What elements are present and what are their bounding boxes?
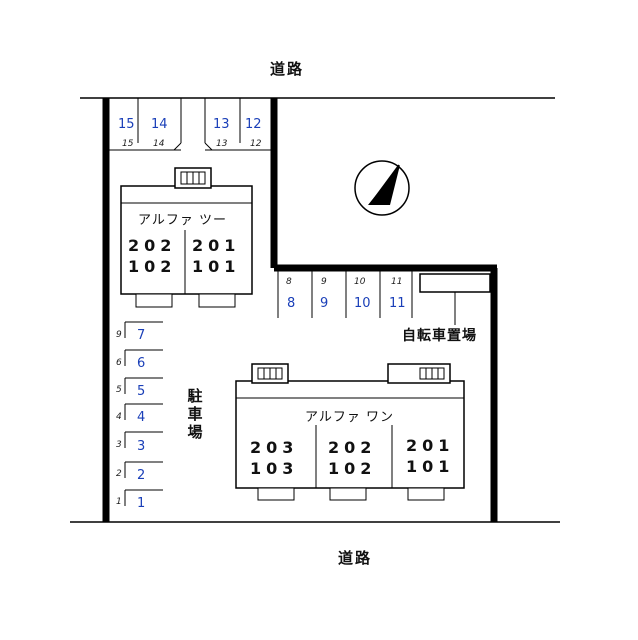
parking-slot-9: 9: [320, 296, 329, 311]
alpha-one-unit-202: 202: [328, 438, 377, 457]
alpha-one-unit-102: 102: [328, 459, 377, 478]
parking-hand-14: 14: [153, 139, 165, 149]
parking-hand-15: 15: [122, 139, 134, 149]
parking-hand-1: 1: [116, 497, 122, 507]
parking-lot-label: 駐 車 場: [187, 387, 203, 441]
parking-slot-10: 10: [354, 296, 371, 311]
alpha-one-balcony-right: [407, 487, 445, 501]
parking-slot-4: 4: [137, 410, 146, 425]
bicycle-shed: [419, 273, 491, 325]
parking-hand-10: 10: [354, 277, 366, 287]
parking-slot-8: 8: [287, 296, 296, 311]
bicycle-parking-label: 自転車置場: [402, 328, 477, 344]
parking-hand-13: 13: [216, 139, 228, 149]
alpha-one-name: アルファ ワン: [305, 410, 395, 425]
parking-slot-6: 6: [137, 356, 146, 371]
parking-hand-8: 8: [286, 277, 292, 287]
parking-slot-12: 12: [245, 117, 262, 132]
parking-slot-2: 2: [137, 468, 146, 483]
parking-slot-13: 13: [213, 117, 230, 132]
parking-middle-bays: [277, 271, 413, 318]
parking-slot-14: 14: [151, 117, 168, 132]
parking-slot-5: 5: [137, 384, 146, 399]
parking-hand-7: 9: [116, 330, 122, 340]
parking-top-left-bays: [108, 98, 182, 151]
parking-hand-11: 11: [391, 277, 403, 287]
parking-slot-15: 15: [118, 117, 135, 132]
alpha-two-balcony-left: [135, 293, 173, 308]
parking-slot-11: 11: [389, 296, 406, 311]
alpha-two-unit-102: 102: [128, 257, 177, 276]
parking-left-bays: [124, 321, 163, 506]
parking-slot-3: 3: [137, 439, 146, 454]
alpha-one-unit-101: 101: [406, 457, 455, 476]
road-label-bottom: 道路: [338, 549, 373, 567]
parking-top-right-bays: [204, 98, 271, 151]
alpha-two-outline: [120, 185, 253, 295]
parking-hand-6: 6: [116, 358, 122, 368]
alpha-one-outline: [235, 380, 465, 489]
north-arrow-icon: [354, 160, 410, 216]
parking-hand-9: 9: [321, 277, 327, 287]
alpha-one-unit-103: 103: [250, 459, 299, 478]
road-label-top: 道路: [270, 60, 305, 78]
building-alpha-two: [120, 167, 253, 308]
alpha-two-unit-201: 201: [192, 236, 241, 255]
parking-hand-4: 4: [116, 412, 122, 422]
parking-slot-7: 7: [137, 328, 146, 343]
building-alpha-one: [235, 363, 465, 501]
alpha-one-unit-201: 201: [406, 436, 455, 455]
parking-slot-1: 1: [137, 496, 146, 511]
alpha-two-unit-101: 101: [192, 257, 241, 276]
parking-hand-5: 5: [116, 385, 122, 395]
parking-hand-2: 2: [116, 469, 122, 479]
alpha-two-stairs: [174, 167, 212, 189]
alpha-one-stairs-left: [251, 363, 289, 384]
alpha-two-balcony-right: [198, 293, 236, 308]
alpha-two-name: アルファ ツー: [138, 213, 228, 228]
parking-hand-12: 12: [250, 139, 262, 149]
alpha-one-stairs-right: [387, 363, 451, 384]
parking-hand-3: 3: [116, 440, 122, 450]
alpha-two-unit-202: 202: [128, 236, 177, 255]
alpha-one-balcony-middle: [329, 487, 367, 501]
alpha-one-unit-203: 203: [250, 438, 299, 457]
alpha-one-balcony-left: [257, 487, 295, 501]
